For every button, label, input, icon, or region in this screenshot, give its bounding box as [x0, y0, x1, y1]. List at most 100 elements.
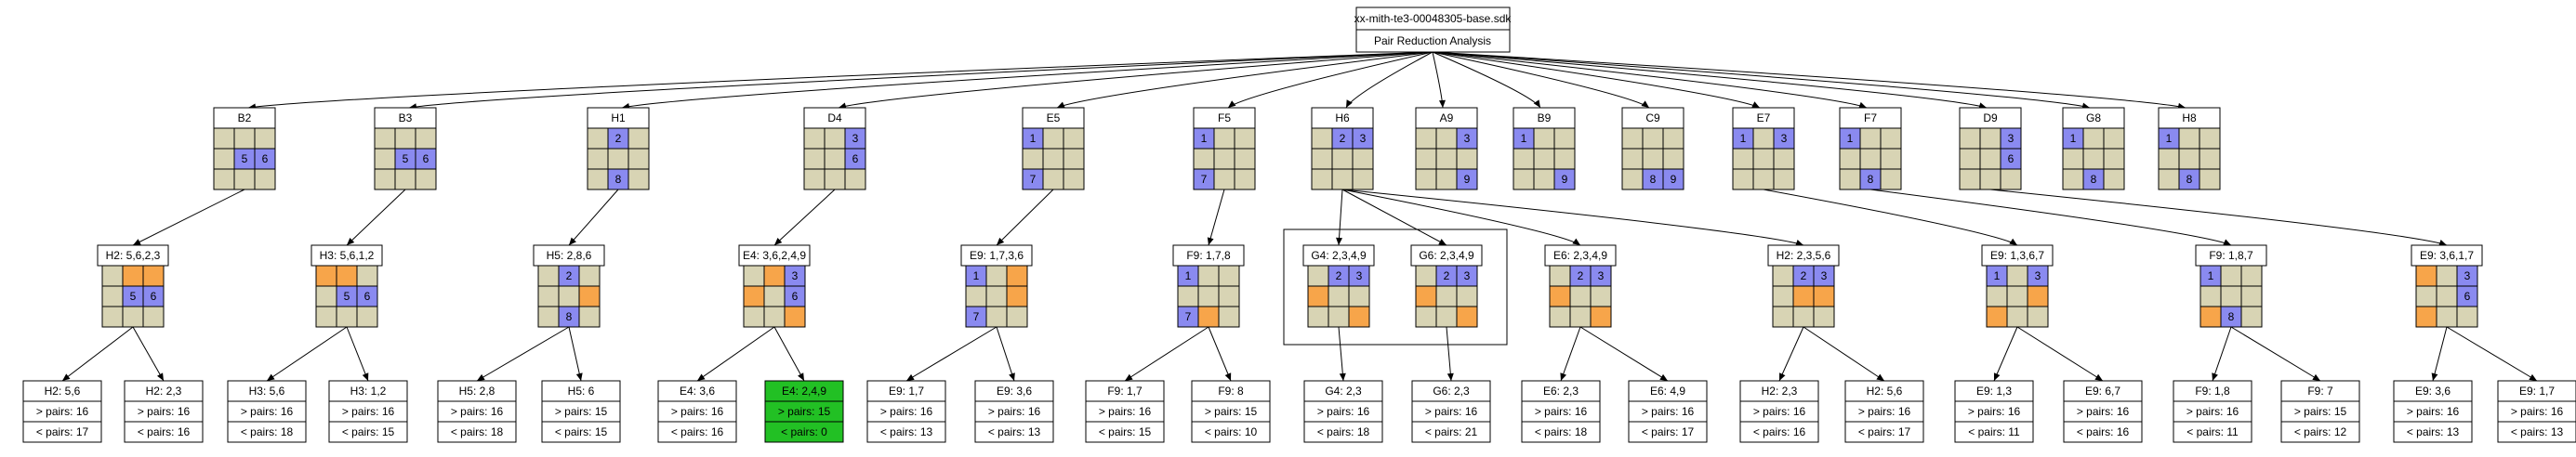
- node-f7-cell-digit: 1: [1847, 132, 1854, 145]
- analysis-node-cell-digit: 1: [973, 269, 980, 282]
- node-e5-cell: [1042, 168, 1064, 190]
- analysis-node-cell-digit: 3: [1821, 269, 1828, 282]
- leaf-label: H2: 5,6: [45, 385, 81, 398]
- node-h1-cell: [607, 148, 629, 170]
- analysis-node-cell: [101, 265, 124, 287]
- analysis-node-cell-digit: 5: [344, 290, 350, 303]
- leaf-row: [1085, 421, 1165, 443]
- node-b3-cell: [394, 168, 416, 190]
- analysis-node-cell: [2006, 265, 2028, 287]
- analysis-node-cell: [1197, 265, 1220, 287]
- node-b2-cell: [213, 148, 235, 170]
- analysis-node-cell-digit: 6: [151, 290, 157, 303]
- edge-analysis-leaf-arrowhead: [157, 372, 164, 381]
- node-h6-cell: [1352, 168, 1374, 190]
- node-b3-label: B3: [399, 111, 413, 124]
- edge-h6-analysis-arrowhead: [1336, 237, 1343, 245]
- node-a9-cell-digit: 3: [1464, 132, 1471, 145]
- leaf-more: > pairs: 15: [2294, 405, 2347, 418]
- node-b3-cell-digit: 6: [423, 152, 429, 165]
- node-h8-cell: [2178, 148, 2200, 170]
- edge-analysis-leaf-arrowhead: [2431, 372, 2438, 381]
- node-e5-cell: [1063, 148, 1085, 170]
- node-h1-cell: [627, 148, 650, 170]
- leaf-label: H3: 5,6: [249, 385, 285, 398]
- leaf-row: [1411, 421, 1491, 443]
- node-h6-cell-digit: 3: [1360, 132, 1367, 145]
- analysis-node-label: E9: 3,6,1,7: [2420, 249, 2474, 262]
- edge-analysis-leaf-arrowhead: [697, 373, 706, 381]
- node-h8-label: H8: [2182, 111, 2197, 124]
- node-a9-cell: [1435, 127, 1458, 150]
- node-h6-cell: [1311, 148, 1333, 170]
- edge-analysis-leaf-arrowhead: [1224, 372, 1232, 381]
- node-e5-cell: [1042, 127, 1064, 150]
- analysis-node-cell: [1218, 306, 1240, 328]
- analysis-node-cell: [1435, 306, 1458, 328]
- analysis-node-cell: [743, 306, 765, 328]
- analysis-node-cell: [743, 265, 765, 287]
- edge-h6-analysis: [1341, 189, 1581, 246]
- edge-analysis-leaf-arrowhead: [575, 372, 583, 381]
- leaf-less: < pairs: 16: [138, 425, 191, 438]
- node-g8-cell: [2082, 148, 2105, 170]
- node-a9-cell-digit: 9: [1464, 173, 1471, 186]
- node-h1-cell-digit: 2: [615, 132, 622, 145]
- edge-h6-analysis: [1341, 189, 1447, 246]
- edge-analysis-leaf: [2446, 326, 2538, 382]
- node-g8-cell: [2062, 168, 2084, 190]
- leaf-less: < pairs: 18: [1535, 425, 1588, 438]
- analysis-node-cell: [122, 306, 144, 328]
- edge-analysis-leaf: [266, 326, 348, 382]
- analysis-node-label: E9: 1,7,3,6: [970, 249, 1024, 262]
- analysis-node-cell: [1549, 306, 1571, 328]
- edge-d4-analysis: [773, 189, 836, 246]
- edge-analysis-leaf: [2212, 326, 2232, 382]
- leaf-more: > pairs: 16: [1099, 405, 1152, 418]
- edge-root-e5-arrowhead: [1057, 101, 1065, 109]
- analysis-node-cell: [1549, 265, 1571, 287]
- leaf-less: < pairs: 0: [781, 425, 827, 438]
- edge-h6-analysis: [1338, 189, 1343, 246]
- analysis-node-cell-digit: 6: [792, 290, 799, 303]
- node-b9-cell: [1533, 127, 1555, 150]
- edge-analysis-leaf-arrowhead: [2529, 373, 2537, 381]
- node-h8-cell: [2199, 127, 2221, 150]
- analysis-node-cell: [578, 265, 601, 287]
- leaf-label: F9: 8: [1218, 385, 1244, 398]
- node-b9-cell: [1553, 127, 1576, 150]
- leaf-less: < pairs: 17: [1642, 425, 1695, 438]
- leaf-row: [227, 421, 307, 443]
- analysis-node-cell: [1415, 265, 1437, 287]
- leaf-label: E9: 3,6: [997, 385, 1032, 398]
- leaf-label: H5: 2,8: [459, 385, 495, 398]
- node-d4-cell: [824, 127, 846, 150]
- node-d9-cell: [1959, 127, 1981, 150]
- node-d9-cell-digit: 3: [2008, 132, 2015, 145]
- node-d4-label: D4: [827, 111, 842, 124]
- node-e7-cell: [1752, 148, 1775, 170]
- leaf-less: < pairs: 13: [988, 425, 1041, 438]
- node-h6-cell: [1311, 168, 1333, 190]
- analysis-node-cell: [784, 306, 806, 328]
- leaf-label: H3: 1,2: [350, 385, 387, 398]
- analysis-node-cell: [2027, 306, 2049, 328]
- node-b2-cell: [233, 127, 256, 150]
- edge-analysis-leaf-arrowhead: [1993, 372, 2001, 381]
- leaf-label: F9: 1,7: [1107, 385, 1143, 398]
- analysis-node-cell-digit: 3: [2035, 269, 2041, 282]
- analysis-node-cell: [1792, 306, 1815, 328]
- leaf-less: < pairs: 13: [2407, 425, 2460, 438]
- edge-analysis-leaf-arrowhead: [1560, 372, 1567, 381]
- node-c9-cell: [1642, 148, 1664, 170]
- analysis-node-cell-digit: 2: [566, 269, 573, 282]
- analysis-node-cell-digit: 2: [1444, 269, 1450, 282]
- node-b3-cell: [374, 127, 396, 150]
- analysis-node-cell: [1549, 285, 1571, 307]
- edge-e7-analysis: [1763, 189, 2018, 246]
- edge-analysis-leaf: [568, 326, 582, 382]
- root-subtitle: Pair Reduction Analysis: [1374, 34, 1491, 47]
- edge-analysis-leaf-arrowhead: [2094, 373, 2103, 381]
- analysis-node-cell: [1456, 306, 1478, 328]
- edge-analysis-leaf-arrowhead: [906, 373, 915, 381]
